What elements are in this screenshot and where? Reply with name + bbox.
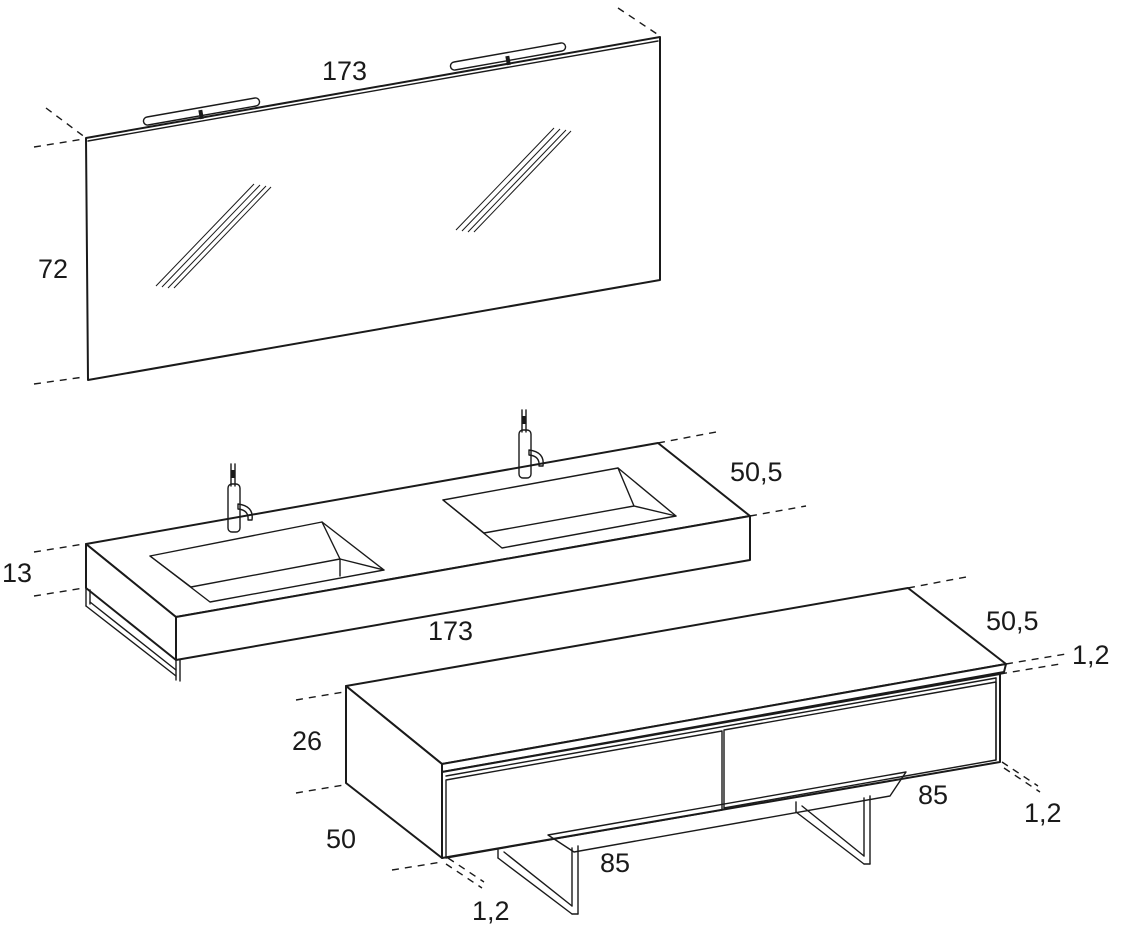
mirror-group: 173 72 — [33, 7, 661, 385]
cabinet-leg-right — [795, 795, 871, 865]
mirror-reflection-left — [155, 183, 272, 289]
cabinet-depth-label: 50 — [326, 824, 356, 854]
mirror-top-left-extension — [45, 107, 87, 139]
cabinet-front-bottom-dash — [391, 861, 443, 871]
mirror-panel — [85, 36, 661, 381]
drawer-right-front — [723, 681, 997, 809]
cabinet-underside — [547, 771, 907, 853]
cabinet-height-label: 26 — [292, 726, 322, 756]
mirror-reflection-right — [455, 127, 572, 233]
cabinet-front-side-label: 1,2 — [472, 896, 510, 926]
basin-left — [149, 521, 385, 603]
basin-right — [442, 467, 677, 549]
countertop-thickness-top-dash — [33, 543, 85, 553]
cabinet-back-side-label: 1,2 — [1024, 798, 1062, 828]
cabinet-top-right-extension-2 — [999, 663, 1061, 675]
cabinet-height-bottom-dash — [295, 784, 345, 794]
cabinet-leg-left — [497, 845, 579, 915]
faucet-left — [227, 463, 253, 533]
cabinet-back-extension — [907, 576, 967, 589]
cabinet-height-top-dash — [295, 691, 345, 701]
mirror-height-top-dash — [33, 138, 85, 148]
mirror-height-label: 72 — [38, 254, 68, 284]
cabinet-top-thickness-label: 1,2 — [1072, 640, 1110, 670]
mirror-lamp-right — [449, 42, 567, 71]
countertop-front-extension — [749, 505, 807, 517]
countertop-thickness-label: 13 — [2, 558, 32, 588]
drawer-right-width-label: 85 — [918, 780, 948, 810]
cabinet-top-right-extension — [1005, 653, 1067, 665]
countertop-thickness-bottom-dash — [33, 587, 85, 597]
cabinet-front-side-dash-2 — [447, 857, 485, 883]
drawer-left-front — [445, 730, 723, 859]
cabinet-front-face — [441, 673, 1001, 859]
faucet-right — [518, 409, 544, 479]
countertop-support-rail — [85, 587, 181, 682]
cabinet-front-inner-top — [445, 677, 997, 777]
countertop-width-label: 173 — [428, 616, 473, 646]
mirror-top-right-extension — [617, 7, 661, 37]
countertop-depth-label: 50,5 — [730, 457, 783, 487]
cabinet-front-side-dash — [445, 863, 483, 889]
cabinet-top-depth-label: 50,5 — [986, 606, 1039, 636]
drawer-left-width-label: 85 — [600, 848, 630, 878]
countertop-group: 50,5 13 173 — [2, 409, 807, 682]
countertop-back-extension — [657, 431, 717, 444]
mirror-width-label: 173 — [322, 56, 367, 86]
cabinet-group: 50,5 1,2 26 50 1,2 1,2 85 85 — [292, 576, 1110, 926]
mirror-height-bottom-dash — [33, 376, 85, 385]
mirror-lamp-left — [142, 97, 261, 126]
cabinet-back-side-dash — [1001, 761, 1039, 787]
cabinet-back-side-dash-2 — [1003, 767, 1041, 793]
mirror-top-edge-thickness — [87, 40, 659, 142]
